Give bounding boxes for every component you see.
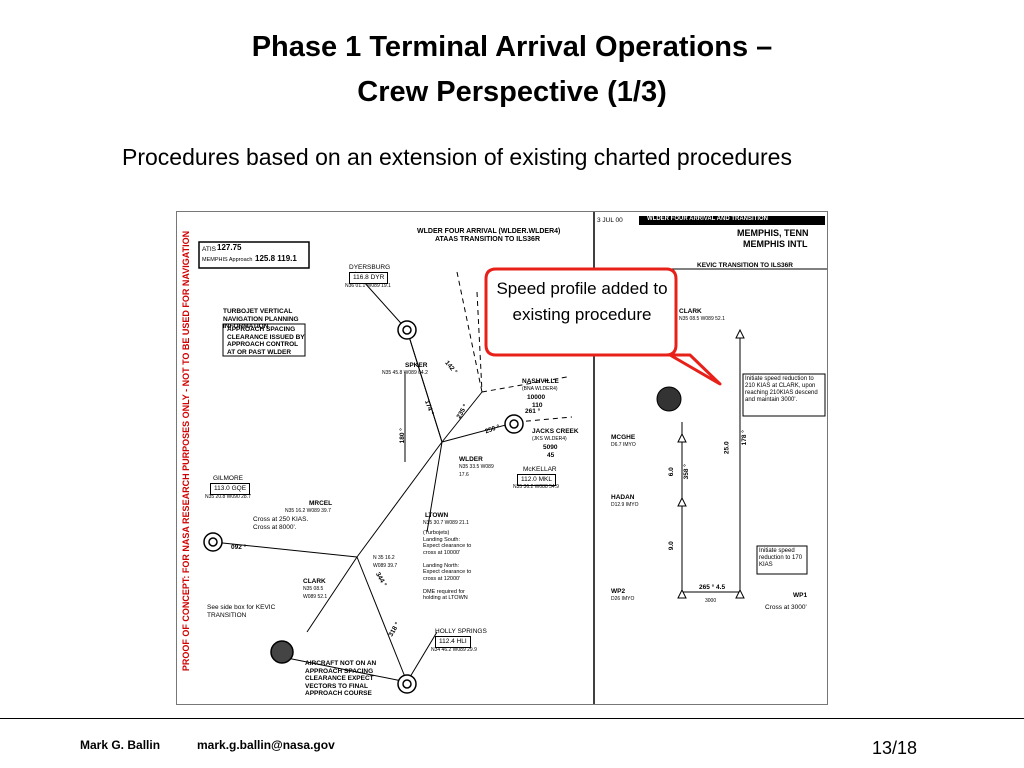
wp2-label: WP2: [611, 588, 626, 595]
atis-label: ATIS: [202, 246, 216, 253]
ltown-note-line: (Turbojets): [423, 530, 450, 536]
nashville-sub: (BNA WLDER4): [522, 386, 558, 392]
cross-250-note: Cross at 250 KIAS.: [253, 516, 309, 523]
holly-springs-coords: N34 46.2 W089 29.9: [431, 647, 477, 653]
approach-frequencies: 125.8 119.1: [255, 254, 297, 263]
nashville-speed: 110: [532, 402, 543, 409]
planning-title: TURBOJET VERTICAL NAVIGATION PLANNING IN…: [223, 308, 299, 330]
slide-subtitle: Procedures based on an extension of exis…: [122, 144, 792, 170]
kevic-clark-label: CLARK: [679, 308, 702, 315]
clark-coords: N35 08.5 W089 52.1: [303, 586, 328, 600]
see-side-box-note: See side box for KEVIC TRANSITION: [207, 604, 276, 619]
dyersburg-coords: N36 01.1 W089 19.1: [345, 283, 391, 289]
chart-header-arrival: WLDER FOUR ARRIVAL (WLDER.WLDER4): [417, 228, 561, 235]
ltown-note-line: cross at 12000': [423, 575, 461, 582]
mcghe-label: MCGHE: [611, 434, 636, 441]
ltown-note-line: Expect clearance to: [423, 569, 472, 575]
mcghe-distance: D6.7 IMYO: [611, 442, 636, 448]
jacks-creek-alt: 5090: [543, 444, 558, 451]
hadan-distance: D12.9 IMYO: [611, 502, 639, 508]
speed-reduction-note-2: Initiate speed reduction to 170 KIAS: [759, 548, 803, 568]
chart-header-transition: ATAAS TRANSITION TO ILS36R: [435, 236, 541, 243]
page-number: 13/18: [872, 738, 918, 758]
chart-airport: MEMPHIS INTL: [743, 239, 808, 249]
mckellar-frequency: 112.0 MKL: [517, 474, 556, 486]
mckellar-coords: N35 36.2 W088 54.9: [513, 484, 559, 490]
heading-261: 261 °: [525, 408, 541, 415]
right-header-bar: WLDER FOUR ARRIVAL AND TRANSITION: [647, 216, 768, 222]
gilmore-label: GILMORE: [213, 475, 243, 482]
cross-3000-note: Cross at 3000': [765, 604, 807, 611]
holly-springs-label: HOLLY SPRINGS: [435, 628, 487, 635]
ltown-label: LTOWN: [425, 512, 449, 519]
spker-label: SPKER: [405, 362, 428, 369]
wlder-coords: N35 33.5 W089 17.6: [459, 464, 494, 478]
ltown-notes: (Turbojets)Landing South:Expect clearanc…: [423, 530, 471, 602]
jacks-creek-sub: (JKS WLDER4): [532, 436, 567, 442]
course-265: 265 ° 4.5: [699, 584, 726, 591]
not-on-clearance-note: AIRCRAFT NOT ON AN APPROACH SPACING CLEA…: [305, 660, 377, 697]
clark-label: CLARK: [303, 578, 326, 585]
wlder-label: WLDER: [459, 456, 483, 463]
ltown-coords: N35 30.7 W089 21.1: [423, 520, 469, 526]
nashville-label: NASHVILLE: [522, 378, 559, 385]
hadan-label: HADAN: [611, 494, 635, 501]
kevic-clark-coords: N35 08.5 W089 52.1: [679, 316, 725, 322]
footer-author: Mark G. Ballin: [80, 738, 161, 752]
ltown-note-line: cross at 10000': [423, 549, 461, 556]
mrcel-label: MRCEL: [309, 500, 333, 507]
holly-springs-frequency: 112.4 HLI: [435, 636, 471, 648]
cross-8000-note: Cross at 8000'.: [253, 524, 297, 531]
spker-coords: N35 45.8 W089 04.2: [382, 370, 428, 376]
ltown-note-line: DME required for: [423, 588, 465, 595]
atis-frequency: 127.75: [217, 243, 242, 252]
ltown-note-line: holding at LTOWN: [423, 595, 468, 601]
gilmore-coords: N35 20.8 W090 28.7: [205, 494, 251, 500]
slide-title-line2: Crew Perspective (1/3): [357, 76, 667, 108]
callout-text: Speed profile added to existing procedur…: [496, 279, 668, 324]
ltown-note-line: Expect clearance to: [423, 543, 472, 549]
jacks-creek-speed: 45: [547, 452, 555, 459]
jacks-creek-label: JACKS CREEK: [532, 428, 579, 435]
approach-label: MEMPHIS Approach: [202, 257, 253, 263]
wp1-label: WP1: [793, 592, 808, 599]
kevic-title: KEVIC TRANSITION TO ILS36R: [697, 262, 793, 269]
mckellar-label: McKELLAR: [523, 466, 557, 473]
chart-date: 3 JUL 00: [597, 217, 623, 224]
footer-email: mark.g.ballin@nasa.gov: [197, 738, 335, 752]
speed-reduction-note: Initiate speed reduction to 210 KIAS at …: [745, 376, 818, 403]
planning-box: APPROACH SPACING CLEARANCE ISSUED BY APP…: [227, 326, 305, 356]
footer-divider: [0, 718, 1024, 719]
gilmore-frequency: 113.0 GQE: [210, 483, 251, 495]
mid-coords: N 35 16.2 W089 39.7: [373, 555, 398, 569]
chart-city: MEMPHIS, TENN: [737, 228, 809, 238]
heading-092: 092 °: [231, 544, 247, 551]
wp2-distance: D26 IMYO: [611, 596, 635, 602]
slide-title-line1: Phase 1 Terminal Arrival Operations –: [251, 31, 773, 63]
alt-3000: 3000: [705, 598, 717, 604]
dyersburg-label: DYERSBURG: [349, 264, 391, 271]
nashville-alt: 10000: [527, 394, 546, 401]
ltown-note-line: Landing North:: [423, 562, 460, 569]
mrcel-coords: N35 16.2 W089 39.7: [285, 508, 331, 514]
ltown-note-line: Landing South:: [423, 536, 461, 543]
dyersburg-frequency: 116.8 DYR: [349, 272, 389, 284]
